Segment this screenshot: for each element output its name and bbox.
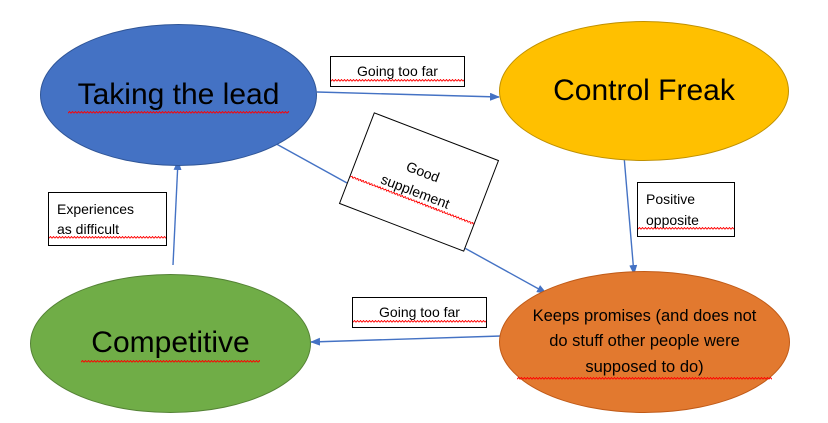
- edge-label-text: Going too far: [353, 302, 486, 323]
- node-control-freak[interactable]: Control Freak: [499, 21, 789, 161]
- node-keeps-promises[interactable]: Keeps promises (and does not do stuff ot…: [499, 271, 790, 413]
- node-taking-the-lead[interactable]: Taking the lead: [40, 24, 317, 166]
- node-competitive[interactable]: Competitive: [30, 274, 311, 413]
- arrow-keeps-to-competitive: [310, 335, 502, 346]
- edge-label-going-too-far-top[interactable]: Going too far: [330, 56, 465, 87]
- node-label-control-freak: Control Freak: [553, 73, 735, 107]
- edge-label-experiences-as-difficult[interactable]: Experiences as difficult: [48, 192, 167, 246]
- edge-label-positive-opposite[interactable]: Positive opposite: [637, 182, 735, 237]
- node-label-taking-the-lead: Taking the lead: [67, 75, 290, 115]
- edge-label-going-too-far-bottom[interactable]: Going too far: [352, 297, 487, 328]
- edge-label-text: Good supplement: [349, 138, 489, 226]
- node-label-competitive: Competitive: [81, 324, 260, 363]
- arrow-competitive-to-lead: [172, 160, 182, 266]
- arrow-lead-to-freak: [316, 91, 500, 101]
- edge-label-text: Experiences as difficult: [49, 198, 166, 240]
- node-label-keeps-promises: Keeps promises (and does not do stuff ot…: [516, 303, 773, 381]
- arrow-freak-to-keeps: [623, 155, 638, 275]
- edge-label-text: Positive opposite: [638, 189, 734, 230]
- edge-label-text: Going too far: [331, 61, 464, 82]
